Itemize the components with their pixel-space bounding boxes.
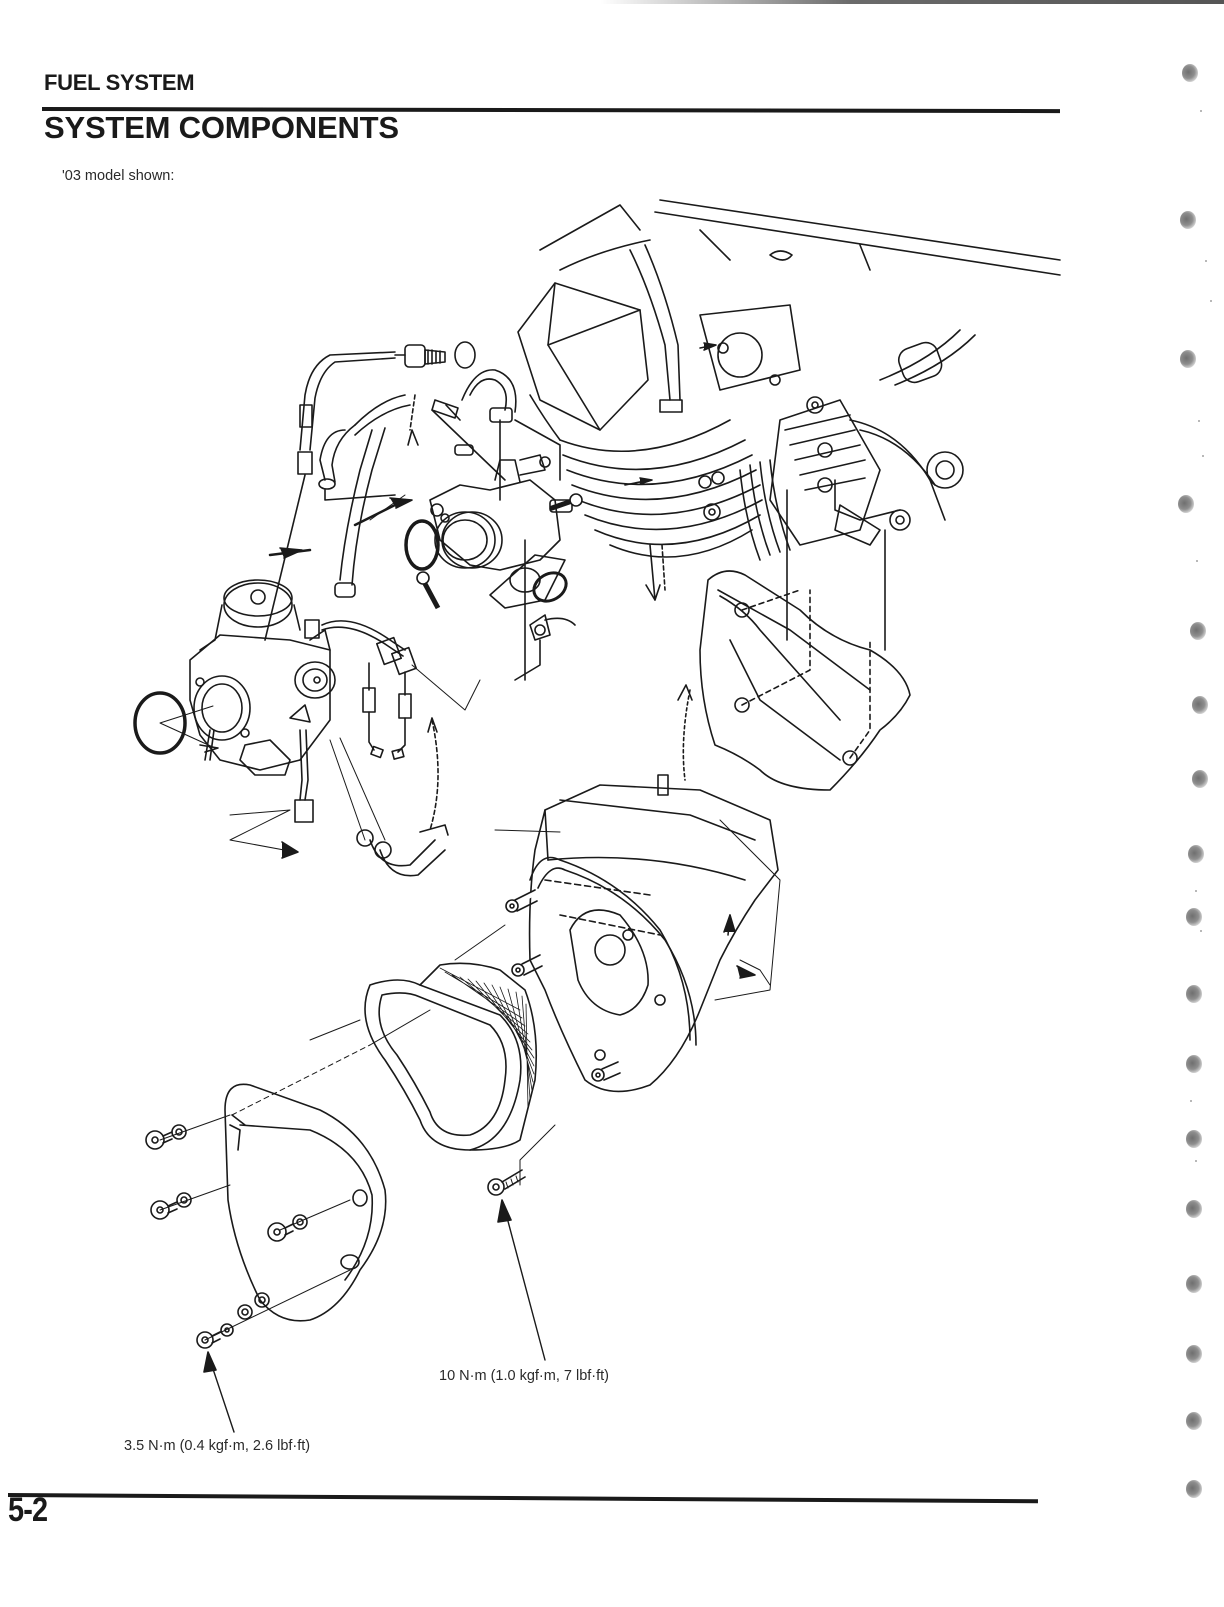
model-note: '03 model shown: xyxy=(62,168,175,184)
fuel-hose xyxy=(318,394,419,598)
torque-spec-housing-bolt: 10 N·m (1.0 kgf·m, 7 lbf·ft) xyxy=(439,1368,610,1384)
scan-speck xyxy=(1190,1100,1192,1102)
starter-cables xyxy=(329,662,449,877)
punch-hole xyxy=(1182,64,1198,82)
punch-hole xyxy=(1192,696,1208,714)
vacuum-hose xyxy=(431,369,573,513)
section-label: FUEL SYSTEM xyxy=(44,70,195,95)
punch-hole xyxy=(1186,908,1202,926)
punch-hole xyxy=(1188,845,1204,863)
punch-hole xyxy=(1186,1412,1202,1430)
scan-top-edge xyxy=(600,0,1224,4)
scan-speck xyxy=(1196,560,1198,562)
housing-bolt xyxy=(487,1169,546,1361)
punch-hole xyxy=(1186,1130,1202,1148)
air-cleaner-cover xyxy=(224,1009,431,1322)
punch-hole xyxy=(1186,985,1202,1003)
page-number: 5-2 xyxy=(8,1491,48,1529)
scan-speck xyxy=(1200,930,1202,932)
intake-manifold xyxy=(404,454,583,681)
scan-speck xyxy=(1195,1160,1197,1162)
air-cleaner-element xyxy=(309,924,537,1151)
scan-speck xyxy=(1195,890,1197,892)
air-cleaner-housing xyxy=(494,774,781,1186)
engine-assembly xyxy=(517,199,1061,651)
scan-speck xyxy=(1200,110,1202,112)
torque-spec-cover-screw: 3.5 N·m (0.4 kgf·m, 2.6 lbf·ft) xyxy=(124,1438,311,1454)
punch-hole xyxy=(1186,1275,1202,1293)
punch-hole xyxy=(1178,495,1194,513)
air-cleaner-cover-inner xyxy=(677,570,911,791)
scan-speck xyxy=(1205,260,1207,262)
punch-hole xyxy=(1186,1200,1202,1218)
punch-hole xyxy=(1180,211,1196,229)
punch-hole xyxy=(1186,1345,1202,1363)
carburetor xyxy=(133,494,481,859)
punch-hole xyxy=(1192,770,1208,788)
cover-screws xyxy=(145,1114,351,1433)
scan-speck xyxy=(1202,455,1204,457)
page-title: SYSTEM COMPONENTS xyxy=(44,110,399,145)
punch-hole xyxy=(1186,1055,1202,1073)
throttle-cable xyxy=(264,341,476,641)
punch-hole xyxy=(1186,1480,1202,1498)
scan-speck xyxy=(1198,420,1200,422)
scan-speck xyxy=(1210,300,1212,302)
punch-hole xyxy=(1180,350,1196,368)
punch-hole xyxy=(1190,622,1206,640)
